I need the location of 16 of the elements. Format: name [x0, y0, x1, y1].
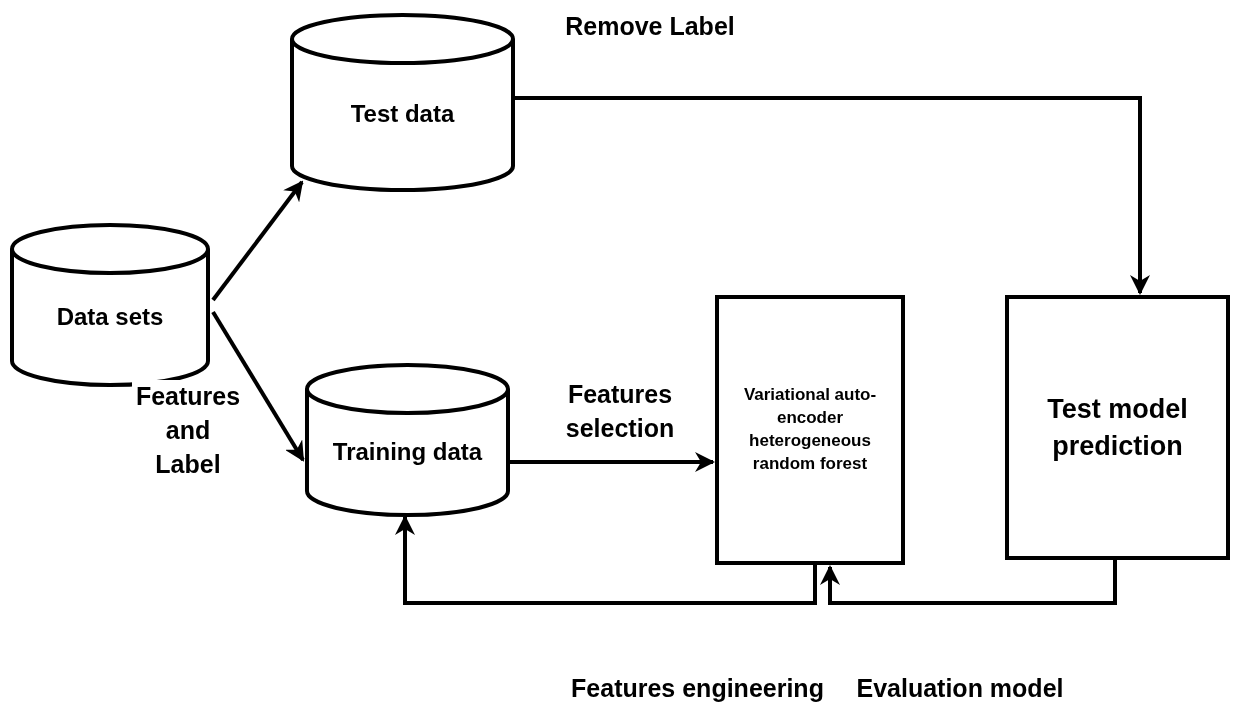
node-label: Test model prediction [1046, 393, 1189, 463]
node-label: Data sets [55, 301, 165, 332]
node-label: Training data [331, 436, 484, 467]
arrow [510, 452, 715, 472]
arrow [820, 560, 1117, 605]
arrow [211, 180, 304, 302]
database-cylinder [305, 365, 510, 515]
process-box [1005, 295, 1230, 560]
arrow [211, 310, 305, 462]
database-cylinder [290, 15, 515, 190]
node-label: Variational auto-encoder heterogeneous random forest [742, 384, 878, 475]
database-cylinder [10, 225, 210, 385]
arrow [515, 96, 1150, 295]
process-box [715, 295, 905, 565]
node-label: Test data [349, 99, 456, 130]
arrow [395, 515, 817, 605]
